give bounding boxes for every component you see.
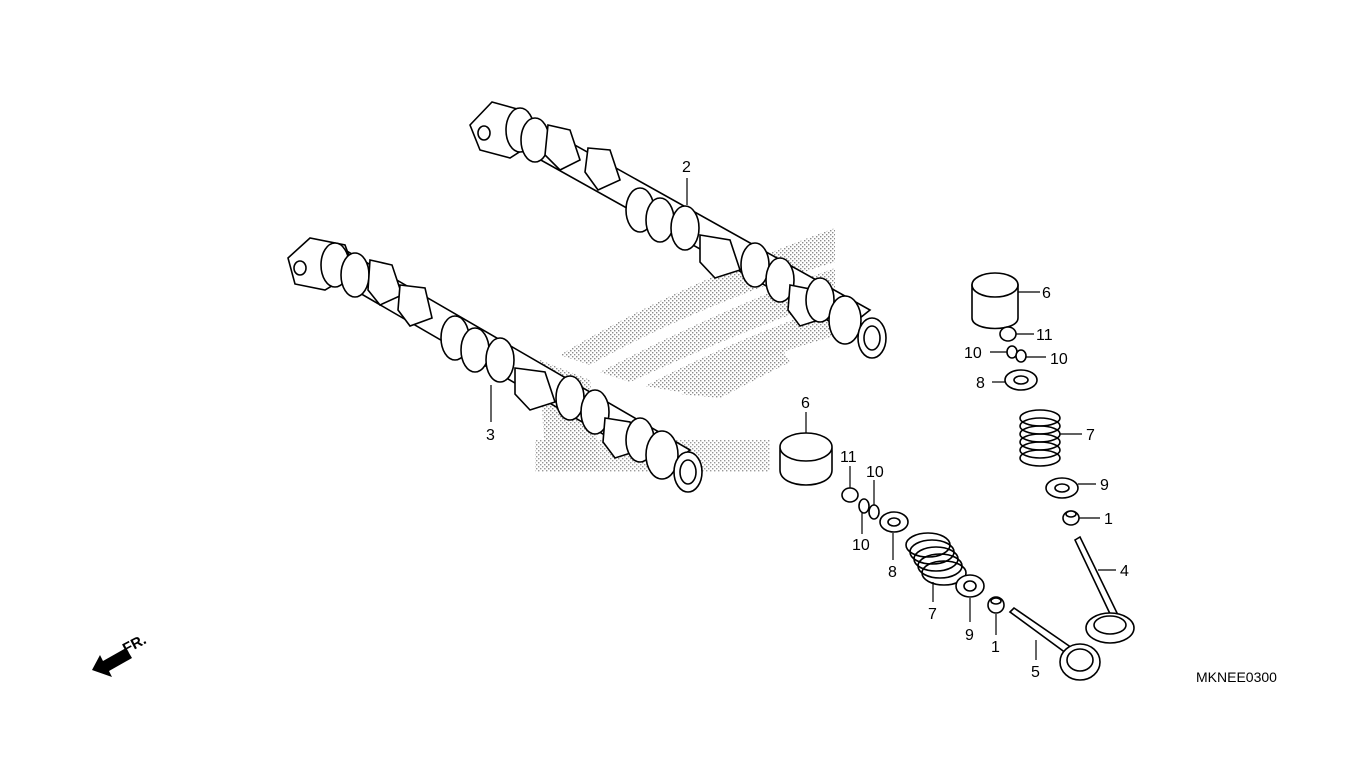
diagram-code: MKNEE0300 bbox=[1196, 669, 1277, 685]
callout-4[interactable]: 4 bbox=[1120, 563, 1129, 580]
callout-10-left[interactable]: 10 bbox=[964, 345, 982, 362]
valve-lifter-lower[interactable] bbox=[780, 433, 832, 485]
callout-10-lower-bottom[interactable]: 10 bbox=[852, 537, 870, 554]
retainer-lower[interactable] bbox=[880, 512, 908, 532]
callout-8-upper[interactable]: 8 bbox=[976, 375, 985, 392]
intake-valve[interactable] bbox=[1010, 608, 1100, 680]
callout-10-lower-top[interactable]: 10 bbox=[866, 464, 884, 481]
callout-1-upper[interactable]: 1 bbox=[1104, 511, 1113, 528]
callout-11-lower[interactable]: 11 bbox=[840, 449, 857, 466]
valve-lifter-upper[interactable] bbox=[972, 273, 1018, 329]
camshaft-intake[interactable] bbox=[288, 238, 702, 492]
callout-2[interactable]: 2 bbox=[682, 159, 691, 176]
camshaft-exhaust[interactable] bbox=[470, 102, 886, 358]
callout-6-lower[interactable]: 6 bbox=[801, 395, 810, 412]
callouts: 2 3 6 11 10 10 8 7 9 1 4 6 11 10 10 8 7 … bbox=[486, 159, 1129, 681]
valve-spring-upper[interactable] bbox=[1020, 410, 1060, 466]
valve-assembly-right bbox=[972, 273, 1134, 643]
callout-8-lower[interactable]: 8 bbox=[888, 564, 897, 581]
leader-lines bbox=[490, 178, 1116, 660]
valve-spring-lower[interactable] bbox=[906, 533, 966, 585]
spring-seat-lower[interactable] bbox=[956, 575, 984, 597]
callout-9-upper[interactable]: 9 bbox=[1100, 477, 1109, 494]
callout-3[interactable]: 3 bbox=[486, 427, 495, 444]
stem-seal-lower[interactable] bbox=[988, 597, 1004, 613]
cotter-upper[interactable] bbox=[1007, 346, 1026, 362]
callout-7-upper[interactable]: 7 bbox=[1086, 427, 1095, 444]
spring-seat-upper[interactable] bbox=[1046, 478, 1078, 498]
callout-7-lower[interactable]: 7 bbox=[928, 606, 937, 623]
stem-seal-upper[interactable] bbox=[1063, 511, 1079, 525]
retainer-upper[interactable] bbox=[1005, 370, 1037, 390]
callout-9-lower[interactable]: 9 bbox=[965, 627, 974, 644]
exhaust-valve[interactable] bbox=[1075, 537, 1134, 643]
valve-assembly-lower bbox=[780, 433, 1100, 680]
callout-1-lower[interactable]: 1 bbox=[991, 639, 1000, 656]
arrow-icon: FR. bbox=[92, 631, 149, 677]
callout-5[interactable]: 5 bbox=[1031, 664, 1040, 681]
callout-11-upper[interactable]: 11 bbox=[1036, 327, 1053, 344]
shim-lower[interactable] bbox=[842, 488, 858, 502]
shim-upper[interactable] bbox=[1000, 327, 1016, 341]
callout-10-right[interactable]: 10 bbox=[1050, 351, 1068, 368]
callout-6-upper[interactable]: 6 bbox=[1042, 285, 1051, 302]
